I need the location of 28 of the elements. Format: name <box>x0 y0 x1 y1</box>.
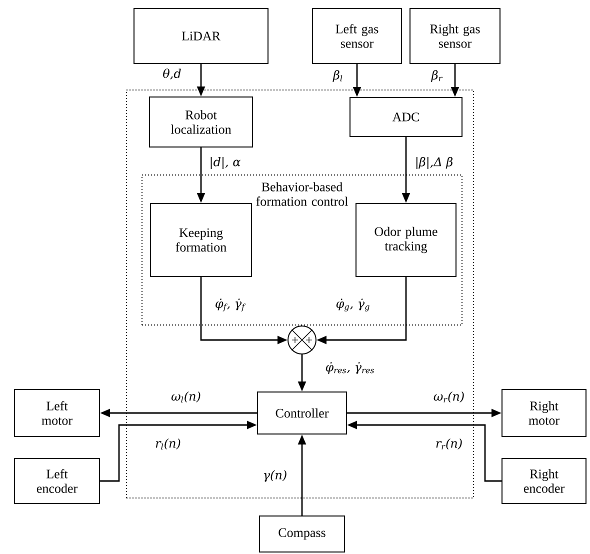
block-box: Right motor <box>502 389 586 437</box>
edge-label: φ̇$_{f}$, γ̇$_{f}$ <box>214 298 246 312</box>
block-box: ADC <box>350 97 462 137</box>
block-box: Right gas sensor <box>410 8 500 64</box>
edge-label: φ̇$_{res}$, γ̇$_{res}$ <box>324 361 376 375</box>
block-box: Compass <box>259 516 345 552</box>
block-box: Right encoder <box>502 458 586 504</box>
block-box: Controller <box>257 392 347 434</box>
edge-label: θ,d <box>162 68 182 80</box>
edge-label: |β|,Δ β <box>414 156 454 170</box>
edge-label: β$_{l}$ <box>332 69 344 83</box>
block-box: Keeping formation <box>150 203 252 277</box>
summing-junction <box>288 326 316 354</box>
block-box: Left gas sensor <box>312 8 402 64</box>
block-box: Left encoder <box>14 458 100 504</box>
edge-label: r$_{l}$(n) <box>154 437 182 451</box>
block-box: Left motor <box>14 389 100 437</box>
edge-label: ω$_{l}$(n) <box>170 390 202 404</box>
edge-label: γ(n) <box>262 469 288 483</box>
block-box: LiDAR <box>134 8 268 64</box>
edge-label: r$_{r}$(n) <box>434 438 464 450</box>
edge-label: β$_{r}$ <box>430 69 444 83</box>
edge-label: |d|, α <box>208 156 242 170</box>
board-box <box>126 90 474 498</box>
edge-label: ω$_{r}$(n) <box>432 390 466 404</box>
edge-label: φ̇$_{g}$, γ̇$_{g}$ <box>334 298 372 312</box>
block-box: Robot localization <box>149 96 253 148</box>
block-box: Odor plume tracking <box>356 203 456 277</box>
